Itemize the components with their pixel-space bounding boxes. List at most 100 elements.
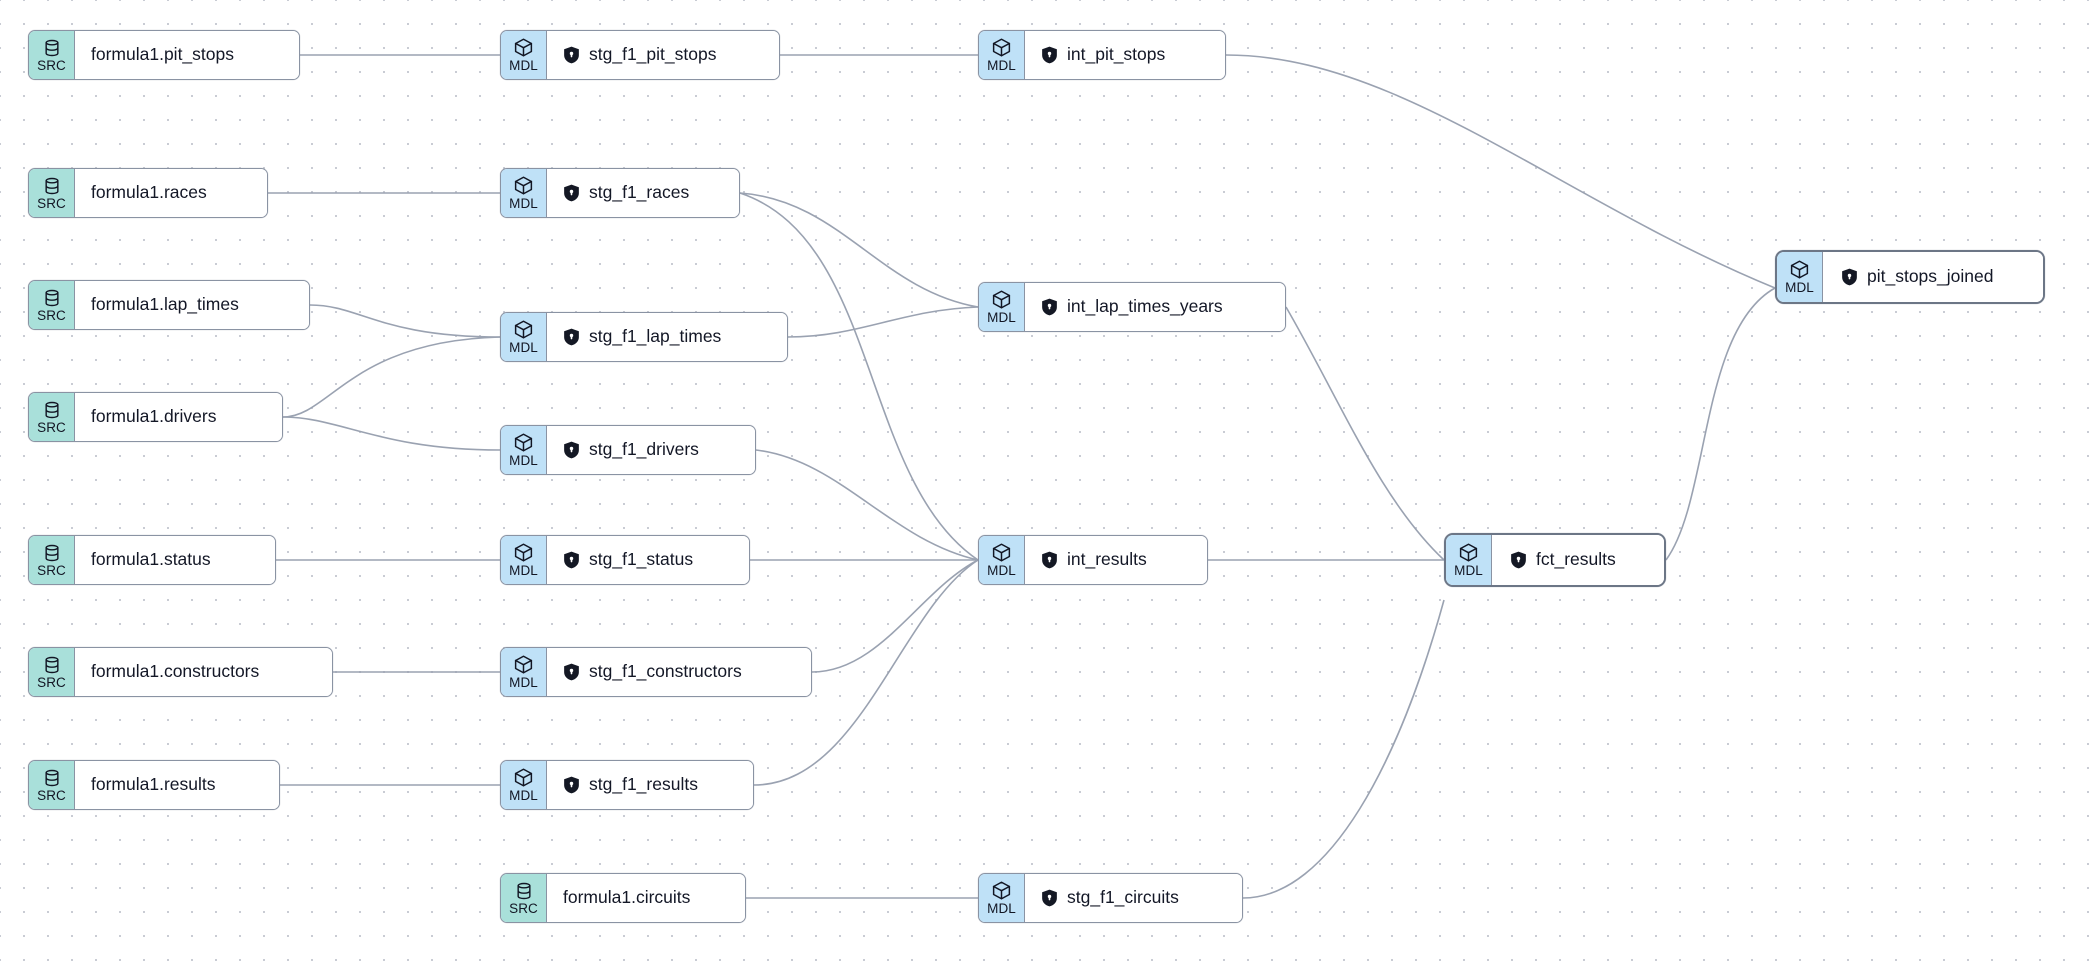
cube-icon [513, 767, 534, 788]
cube-icon [513, 654, 534, 675]
node-body[interactable]: formula1.results [75, 761, 279, 809]
graph-node-src_status[interactable]: SRC formula1.status [28, 535, 276, 585]
node-body[interactable]: formula1.drivers [75, 393, 282, 441]
graph-node-fct_results[interactable]: MDL fct_results [1444, 533, 1666, 587]
node-kind-badge: SRC [29, 31, 75, 79]
lock-shield-icon [563, 328, 580, 346]
node-kind-label: MDL [987, 310, 1016, 326]
edge [1285, 306, 1445, 561]
node-body[interactable]: int_pit_stops [1025, 31, 1225, 79]
node-body[interactable]: stg_f1_lap_times [547, 313, 787, 361]
node-kind-label: MDL [509, 453, 538, 469]
node-body[interactable]: stg_f1_constructors [547, 648, 811, 696]
graph-node-src_constructors[interactable]: SRC formula1.constructors [28, 647, 333, 697]
node-kind-badge: MDL [1446, 535, 1492, 585]
cube-icon [513, 542, 534, 563]
node-kind-badge: MDL [501, 761, 547, 809]
node-kind-badge: SRC [29, 169, 75, 217]
node-label: stg_f1_races [589, 182, 690, 203]
graph-node-int_pit_stops[interactable]: MDL int_pit_stops [978, 30, 1226, 80]
lock-shield-icon [1041, 889, 1058, 907]
lock-shield-icon [1041, 46, 1058, 64]
node-body[interactable]: stg_f1_status [547, 536, 749, 584]
lock-shield-icon [563, 551, 580, 569]
database-icon [42, 655, 62, 675]
graph-node-stg_drivers[interactable]: MDL stg_f1_drivers [500, 425, 756, 475]
graph-node-stg_circuits[interactable]: MDL stg_f1_circuits [978, 873, 1243, 923]
edge [739, 192, 979, 308]
node-kind-label: MDL [987, 58, 1016, 74]
node-label: int_results [1067, 549, 1147, 570]
node-kind-label: MDL [987, 901, 1016, 917]
graph-node-stg_status[interactable]: MDL stg_f1_status [500, 535, 750, 585]
graph-node-stg_results[interactable]: MDL stg_f1_results [500, 760, 754, 810]
node-body[interactable]: pit_stops_joined [1823, 252, 2043, 302]
node-body[interactable]: int_results [1025, 536, 1207, 584]
node-body[interactable]: stg_f1_circuits [1025, 874, 1242, 922]
graph-node-stg_races[interactable]: MDL stg_f1_races [500, 168, 740, 218]
lock-shield-icon [1841, 268, 1858, 286]
lock-shield-icon [563, 776, 580, 794]
node-kind-label: MDL [509, 788, 538, 804]
node-kind-badge: MDL [501, 169, 547, 217]
node-kind-badge: MDL [979, 536, 1025, 584]
graph-node-int_lap_times_yrs[interactable]: MDL int_lap_times_years [978, 282, 1286, 332]
node-kind-badge: SRC [501, 874, 547, 922]
lock-shield-icon [1041, 298, 1058, 316]
node-body[interactable]: stg_f1_pit_stops [547, 31, 779, 79]
graph-node-stg_pit_stops[interactable]: MDL stg_f1_pit_stops [500, 30, 780, 80]
node-body[interactable]: formula1.pit_stops [75, 31, 299, 79]
node-body[interactable]: stg_f1_drivers [547, 426, 755, 474]
node-label: formula1.drivers [91, 406, 217, 427]
node-body[interactable]: fct_results [1492, 535, 1664, 585]
node-label: int_lap_times_years [1067, 296, 1223, 317]
graph-node-src_races[interactable]: SRC formula1.races [28, 168, 268, 218]
cube-icon [1458, 542, 1479, 563]
node-label: stg_f1_lap_times [589, 326, 722, 347]
node-kind-label: MDL [1454, 563, 1483, 579]
node-body[interactable]: stg_f1_results [547, 761, 753, 809]
edge [739, 192, 979, 561]
graph-node-pit_stops_joined[interactable]: MDL pit_stops_joined [1775, 250, 2045, 304]
graph-node-stg_constructors[interactable]: MDL stg_f1_constructors [500, 647, 812, 697]
node-kind-badge: SRC [29, 648, 75, 696]
node-label: stg_f1_pit_stops [589, 44, 717, 65]
graph-node-stg_lap_times[interactable]: MDL stg_f1_lap_times [500, 312, 788, 362]
node-label: formula1.constructors [91, 661, 260, 682]
node-kind-badge: SRC [29, 281, 75, 329]
node-kind-label: SRC [37, 562, 66, 578]
node-kind-badge: MDL [1777, 252, 1823, 302]
edge [282, 416, 501, 451]
node-kind-label: MDL [509, 58, 538, 74]
node-kind-badge: SRC [29, 761, 75, 809]
node-body[interactable]: formula1.status [75, 536, 275, 584]
node-label: stg_f1_circuits [1067, 887, 1179, 908]
node-kind-label: SRC [37, 419, 66, 435]
node-body[interactable]: formula1.constructors [75, 648, 332, 696]
graph-node-int_results[interactable]: MDL int_results [978, 535, 1208, 585]
node-kind-label: MDL [509, 196, 538, 212]
database-icon [42, 400, 62, 420]
node-body[interactable]: formula1.circuits [547, 874, 745, 922]
node-body[interactable]: formula1.lap_times [75, 281, 309, 329]
graph-node-src_drivers[interactable]: SRC formula1.drivers [28, 392, 283, 442]
cube-icon [513, 319, 534, 340]
node-kind-label: SRC [37, 195, 66, 211]
edge [1225, 54, 1776, 289]
node-kind-badge: MDL [979, 874, 1025, 922]
node-body[interactable]: stg_f1_races [547, 169, 739, 217]
node-body[interactable]: int_lap_times_years [1025, 283, 1285, 331]
lock-shield-icon [1510, 551, 1527, 569]
edge [811, 559, 979, 673]
node-body[interactable]: formula1.races [75, 169, 267, 217]
database-icon [42, 543, 62, 563]
node-kind-label: MDL [1785, 280, 1814, 296]
node-label: fct_results [1536, 549, 1616, 570]
cube-icon [513, 432, 534, 453]
node-kind-badge: MDL [501, 426, 547, 474]
